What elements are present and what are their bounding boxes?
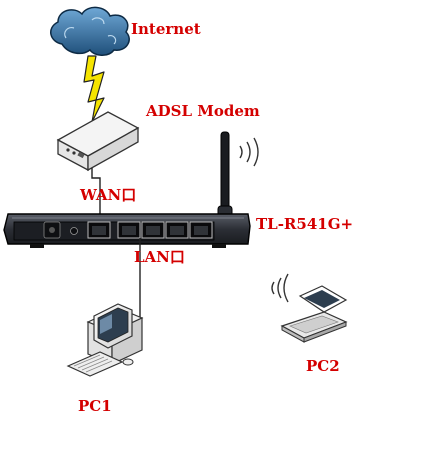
- antenna-icon: [217, 131, 233, 219]
- wifi-signal-icon: [239, 137, 259, 167]
- pc1-label: PC1: [78, 397, 112, 415]
- wan-port-label: WAN口: [80, 186, 137, 204]
- wan-cable: [91, 168, 101, 214]
- router-model-label: TL-R541G+: [256, 215, 354, 233]
- router-icon: [3, 213, 251, 248]
- lan-port-label: LAN口: [134, 248, 185, 266]
- desktop-pc-icon: [66, 303, 144, 377]
- adsl-modem-icon: [56, 111, 140, 172]
- adsl-modem-label: ADSL Modem: [146, 102, 260, 120]
- cloud-icon: [50, 6, 130, 56]
- lan-ports-icon: [117, 221, 213, 239]
- internet-label: Internet: [131, 20, 201, 38]
- wan-port-icon: [87, 221, 111, 239]
- reset-button-icon: [70, 227, 78, 235]
- lightning-icon: [83, 55, 105, 123]
- laptop-icon: [280, 285, 348, 343]
- pc2-label: PC2: [306, 357, 340, 375]
- wifi-signal-pc2-icon: [271, 273, 289, 303]
